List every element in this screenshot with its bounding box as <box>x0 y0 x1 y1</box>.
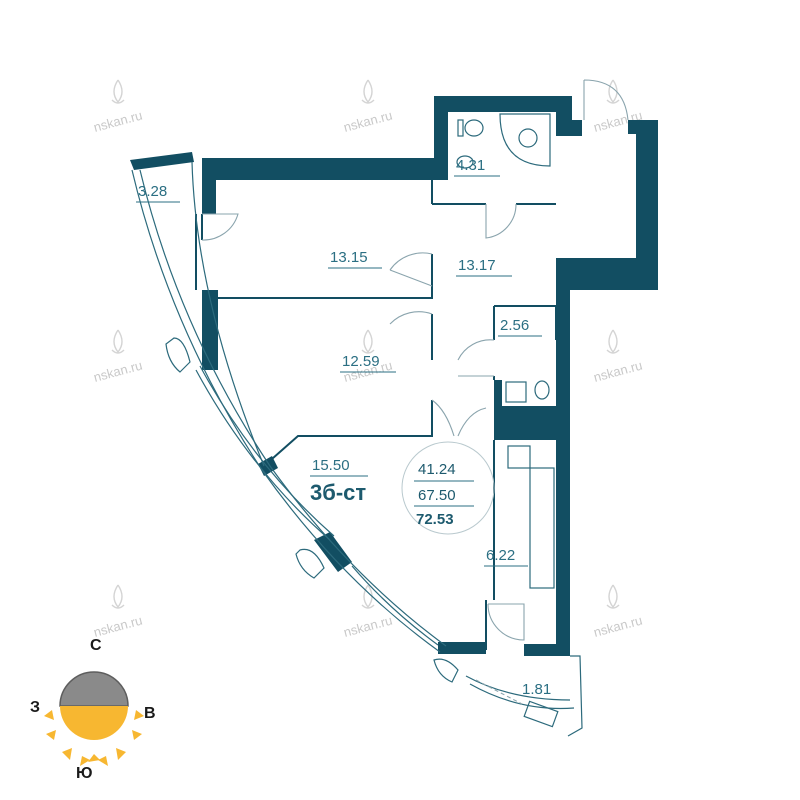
area-bedroom2: 12.59 <box>342 353 380 370</box>
sun-rays-icon <box>44 710 144 766</box>
area-living: 15.50 <box>312 457 350 474</box>
wall-bottom-left <box>438 642 486 654</box>
door-entrance <box>583 79 629 121</box>
area-kitchen: 6.22 <box>486 547 515 564</box>
facade-inner-b <box>199 365 335 537</box>
wall-right-step <box>556 258 658 290</box>
wall-wc-bottom <box>494 406 556 440</box>
watermark-logo-icon <box>111 79 620 609</box>
watermark-text: nskan.ru <box>342 108 394 135</box>
area-summary-circle <box>401 441 495 535</box>
watermark-text: nskan.ru <box>342 613 394 640</box>
facade-mid <box>139 169 447 647</box>
fixtures <box>456 113 555 589</box>
door-entrance-small <box>487 603 525 641</box>
door-bedroom <box>389 252 433 287</box>
door-bath <box>485 203 517 239</box>
facade-curve <box>131 161 459 683</box>
compass-sun-icon <box>60 706 128 740</box>
door-living <box>431 399 487 437</box>
balcony-bottom-rail <box>465 675 571 701</box>
living-area-value: 41.24 <box>418 461 456 478</box>
door-balcony <box>201 213 239 241</box>
walls <box>130 96 658 656</box>
total-area-value: 67.50 <box>418 487 456 504</box>
balcony-door-swing <box>475 679 523 705</box>
wall-left-top <box>202 158 216 214</box>
balcony-inner <box>191 161 265 467</box>
area-balcony-top: 3.28 <box>138 183 167 200</box>
balcony-bottom-edge <box>567 655 583 737</box>
watermark-text: nskan.ru <box>92 358 144 385</box>
compass-west: З <box>30 699 40 716</box>
watermark-text: nskan.ru <box>592 613 644 640</box>
door-wc <box>457 339 495 377</box>
wall-curve-block <box>314 532 352 572</box>
shower-drain-icon <box>518 128 538 148</box>
area-hall: 13.17 <box>458 257 496 274</box>
wall-top <box>202 158 434 180</box>
sink-bath-icon <box>456 155 474 169</box>
toilet-bath-icon <box>464 119 484 137</box>
compass-shade-icon <box>59 671 129 707</box>
kitchen-counter <box>529 467 555 589</box>
partition-living-top <box>263 400 433 467</box>
toilet-wc-icon <box>534 380 550 400</box>
watermark-text: nskan.ru <box>92 108 144 135</box>
wall-bath-top <box>434 96 572 112</box>
facade-inner-a <box>195 369 331 541</box>
partition-bedrooms <box>216 254 433 299</box>
wall-right-long <box>556 258 570 648</box>
area-bathroom: 4.31 <box>456 157 485 174</box>
column-bottom <box>433 658 459 683</box>
wall-stub <box>572 120 582 136</box>
area-bedroom: 13.15 <box>330 249 368 266</box>
compass-north: С <box>90 637 102 654</box>
compass-south: Ю <box>76 765 93 782</box>
area-summary: 41.24 67.50 72.53 <box>401 441 495 535</box>
toilet-tank-icon <box>457 119 464 137</box>
compass: С З В Ю <box>30 637 156 782</box>
wall-bottom-right <box>524 644 570 656</box>
wall-balcony-top <box>130 152 194 170</box>
balcony-box <box>523 700 559 728</box>
area-wc: 2.56 <box>500 317 529 334</box>
watermark-text: nskan.ru <box>92 613 144 640</box>
wall-bath-right <box>556 96 572 136</box>
wall-right-upper <box>636 120 658 290</box>
sink-wc-icon <box>505 381 527 403</box>
doors <box>201 79 629 705</box>
watermark-text: nskan.ru <box>592 358 644 385</box>
facade-outer <box>131 169 441 653</box>
room-labels: 3.28 4.31 13.15 13.17 2.56 12.59 15.50 6… <box>136 157 551 698</box>
shower-icon <box>499 113 551 167</box>
wall-bath-left <box>434 96 448 180</box>
partitions <box>195 180 557 650</box>
apartment-type-label: 3б-ст <box>310 480 366 505</box>
compass-east: В <box>144 705 156 722</box>
door-bedroom2 <box>389 311 433 325</box>
column-mid <box>295 548 325 579</box>
partition-wc-top <box>494 305 557 340</box>
total-with-balconies-value: 72.53 <box>416 511 454 528</box>
wall-wc-left <box>494 380 502 410</box>
facade-inner-c <box>351 565 439 646</box>
wall-left-mid <box>202 290 218 370</box>
column-left <box>165 337 191 373</box>
area-balcony-bottom: 1.81 <box>522 681 551 698</box>
stove-icon <box>507 445 531 469</box>
